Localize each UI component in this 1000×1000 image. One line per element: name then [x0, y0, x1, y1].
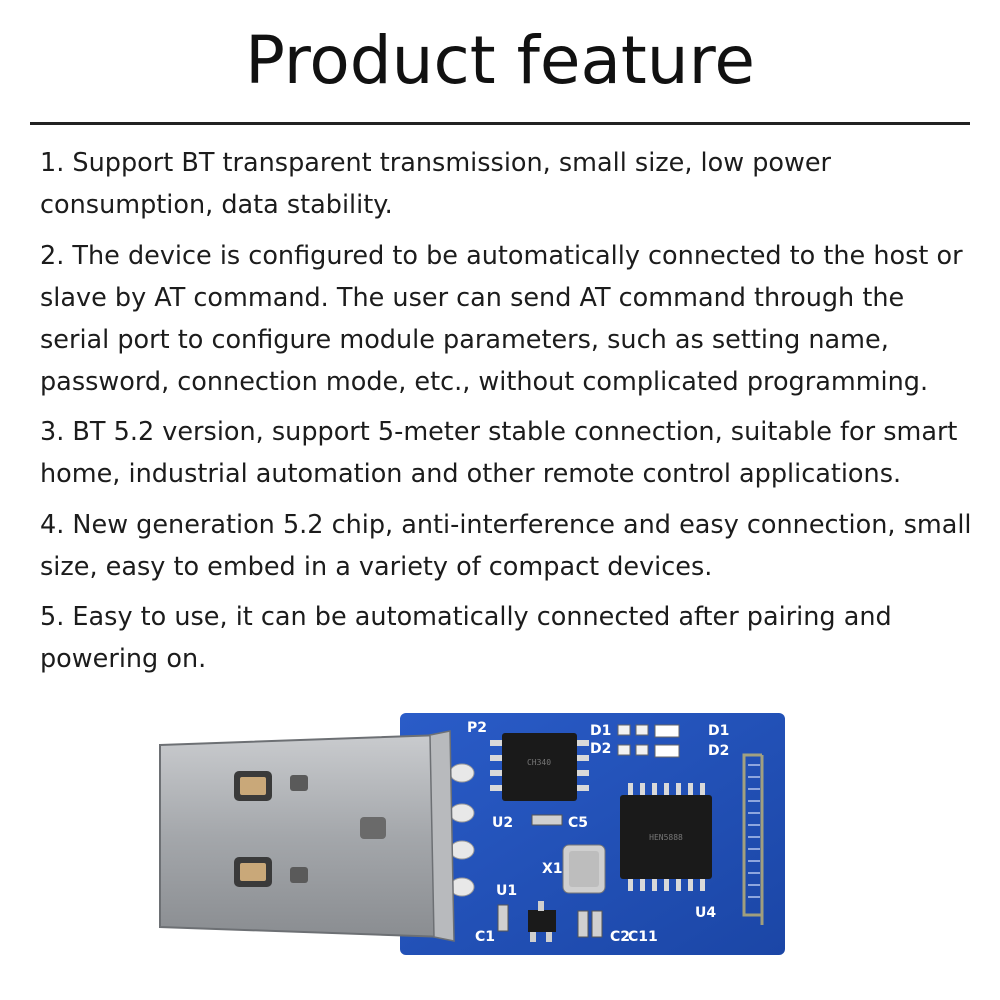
feature-list: 1. Support BT transparent transmission, …	[40, 142, 980, 689]
u1-regulator	[528, 901, 556, 942]
label-c11: C11	[628, 929, 658, 945]
u2-chip: CH340	[490, 733, 589, 801]
label-c5: C5	[568, 815, 588, 831]
pcb-board: CH340 HEN5888	[400, 713, 785, 955]
label-d2-left: D2	[590, 741, 611, 757]
antenna-trace	[742, 753, 764, 925]
usb-plug	[159, 730, 455, 942]
label-u1: U1	[496, 883, 517, 899]
label-u2: U2	[492, 815, 513, 831]
svg-text:HEN5888: HEN5888	[649, 833, 683, 842]
passives	[497, 814, 603, 938]
leds	[617, 724, 680, 758]
label-d2-right: D2	[708, 743, 729, 759]
crystal-x1	[562, 844, 606, 894]
label-x1: X1	[542, 861, 563, 877]
feature-item-2: 2. The device is configured to be automa…	[40, 240, 963, 397]
page-title: Product feature	[245, 22, 755, 99]
feature-item-3: 3. BT 5.2 version, support 5-meter stabl…	[40, 417, 958, 489]
feature-item-4: 4. New generation 5.2 chip, anti-interfe…	[40, 509, 972, 582]
label-u4: U4	[695, 905, 716, 921]
label-c2: C2	[610, 929, 630, 945]
usb-bluetooth-module-image: CH340 HEN5888	[159, 713, 785, 955]
label-p2: P2	[467, 720, 487, 736]
title-divider	[30, 122, 970, 125]
label-d1-left: D1	[590, 723, 611, 739]
svg-text:CH340: CH340	[527, 758, 551, 767]
u4-chip: HEN5888	[620, 783, 712, 891]
feature-item-1: 1. Support BT transparent transmission, …	[40, 148, 832, 220]
label-c1: C1	[475, 929, 495, 945]
label-d1-right: D1	[708, 723, 729, 739]
feature-item-5: 5. Easy to use, it can be automatically …	[40, 602, 892, 674]
